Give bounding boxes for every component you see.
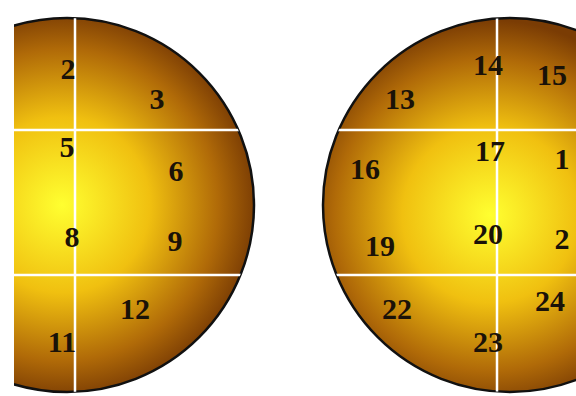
zone-number-holder: 24 xyxy=(535,286,565,316)
zone-number-holder: 17 xyxy=(475,136,505,166)
zone-number-holder: 14 xyxy=(473,50,503,80)
zone-number-holder: 3 xyxy=(150,84,165,114)
zone-number: 11 xyxy=(48,325,76,358)
zone-number-holder: 13 xyxy=(385,84,415,114)
zone-number: 3 xyxy=(150,82,165,115)
zone-number: 20 xyxy=(473,217,503,250)
zone-number-holder: 15 xyxy=(537,60,567,90)
zone-number: 22 xyxy=(382,292,412,325)
zone-number-holder: 19 xyxy=(365,231,395,261)
zone-number-holder: 23 xyxy=(473,327,503,357)
zone-number-holder: 2 xyxy=(61,54,76,84)
right-eye xyxy=(300,0,576,396)
zone-number-holder: 2 xyxy=(555,224,570,254)
zone-number-holder: 12 xyxy=(120,294,150,324)
zone-number: 15 xyxy=(537,58,567,91)
zone-number: 8 xyxy=(65,220,80,253)
zone-number: 12 xyxy=(120,292,150,325)
zone-number-holder: 8 xyxy=(65,222,80,252)
zone-number: 19 xyxy=(365,229,395,262)
zone-number: 14 xyxy=(473,48,503,81)
zone-number-holder: 16 xyxy=(350,154,380,184)
left-eye xyxy=(14,0,300,396)
zone-number: 1 xyxy=(555,142,570,175)
zone-number: 23 xyxy=(473,325,503,358)
zone-number: 2 xyxy=(61,52,76,85)
zone-number: 16 xyxy=(350,152,380,185)
zone-number: 24 xyxy=(535,284,565,317)
zone-number-holder: 9 xyxy=(168,226,183,256)
zone-number-holder: 20 xyxy=(473,219,503,249)
zone-number-holder: 11 xyxy=(48,327,76,357)
zone-number: 13 xyxy=(385,82,415,115)
zone-number: 9 xyxy=(168,224,183,257)
zone-number: 2 xyxy=(555,222,570,255)
zone-number: 5 xyxy=(60,130,75,163)
zone-number-holder: 22 xyxy=(382,294,412,324)
zone-number-holder: 6 xyxy=(169,156,184,186)
zone-number: 6 xyxy=(169,154,184,187)
zone-number: 17 xyxy=(475,134,505,167)
zone-number-holder: 1 xyxy=(555,144,570,174)
zone-number-holder: 5 xyxy=(60,132,75,162)
